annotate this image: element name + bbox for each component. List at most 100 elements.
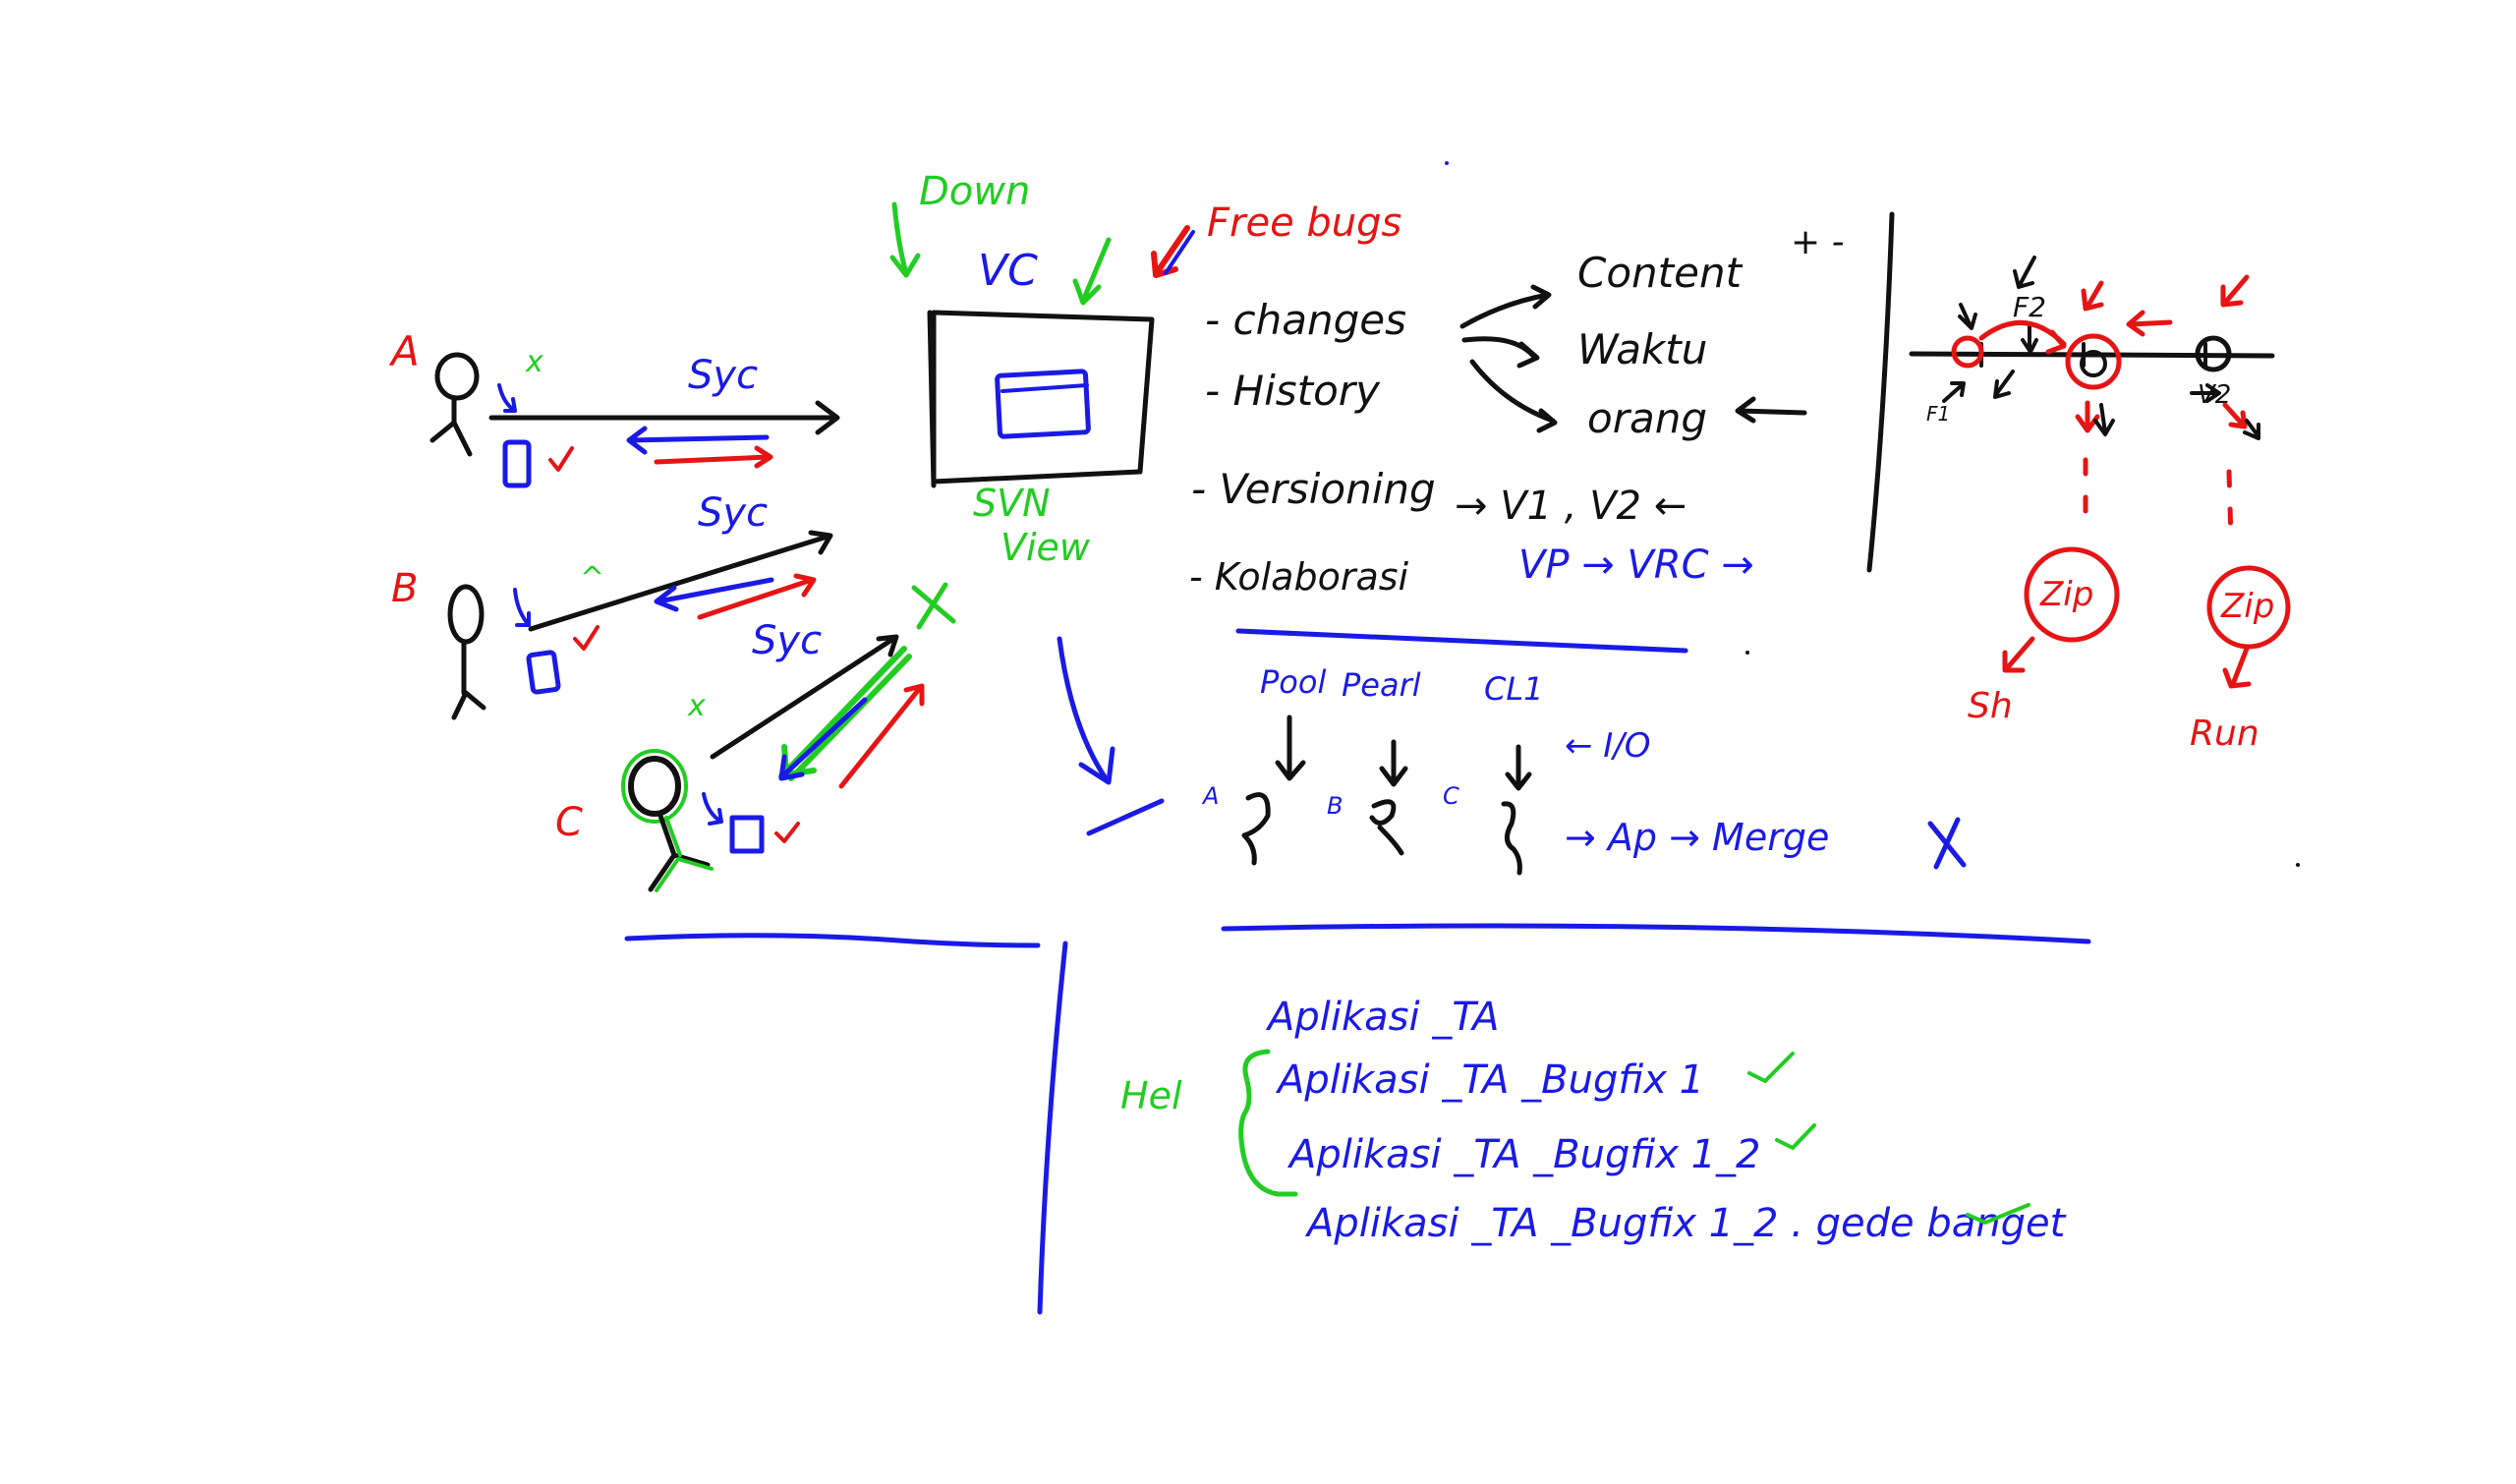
timeline-group: F2 F1 V2 Zip Zip Sh Run (1866, 211, 2291, 754)
user-b-repo-icon (526, 650, 561, 695)
conflict-pull-arrow (778, 697, 868, 781)
user-b-group: B ^ Syc (391, 490, 833, 720)
user-c-label: C (555, 800, 583, 845)
list-plus-minus: + - (1791, 222, 1845, 262)
stray-dot (1745, 651, 1749, 655)
vc-inner-line (1001, 383, 1089, 393)
sync-a-arrow (488, 400, 840, 435)
down-arrow (889, 201, 921, 278)
vc-box (927, 310, 1155, 488)
branch-label-pool: Pool (1260, 663, 1326, 701)
zip-2-result: Run (2190, 713, 2259, 754)
zip-1-circle (2024, 546, 2120, 643)
sync-c-label: Syc (752, 618, 822, 663)
timeline-node-1 (1951, 335, 1984, 369)
naming-bracket (1238, 1049, 1298, 1197)
user-b-body (451, 639, 486, 720)
push-a-arrow (654, 445, 773, 469)
branch-figure-a (1241, 792, 1271, 866)
stray-dot (2296, 863, 2300, 867)
vc-label: VC (978, 246, 1038, 296)
sync-a-label: Syc (688, 353, 758, 398)
branch-lead-line (1086, 798, 1165, 836)
user-c-check-icon (774, 822, 800, 843)
list-kolaborasi: - Kolaborasi (1189, 555, 1409, 599)
user-b-check-icon (573, 625, 600, 651)
stray-dot (1445, 161, 1449, 165)
list-content: Content (1577, 249, 1744, 297)
vc-inner-box (995, 369, 1091, 439)
user-a-body (429, 396, 473, 457)
user-c-repo-icon (729, 815, 765, 854)
branch-user-b: B (1327, 792, 1343, 820)
user-a-x-mark: x (525, 345, 543, 379)
naming-line-4: Aplikasi _TA _Bugfix 1_2 . gede banget (1304, 1201, 2067, 1246)
user-b-head (447, 584, 485, 645)
naming-bracket-label: Hel (1120, 1074, 1182, 1117)
changes-branch-arrows (1459, 284, 1558, 433)
vc-check-arrow (1072, 237, 1112, 306)
pull-b-arrow (654, 577, 774, 612)
naming-check-1 (1747, 1052, 1795, 1083)
user-a-arrow-down (497, 383, 517, 413)
branch-merge-label: → Ap → Merge (1565, 816, 1829, 859)
list-orang: orang (1587, 394, 1707, 442)
branch-io-label: ← I/O (1565, 726, 1651, 766)
zip-2-circle (2206, 565, 2291, 650)
user-c-body-highlight (655, 816, 714, 892)
branch-arrow-b (1379, 739, 1408, 787)
timeline-divider (1866, 211, 1895, 573)
conflict-x-mark (911, 582, 956, 630)
user-a-group: A x Syc (388, 327, 840, 488)
user-c-head-highlight (621, 749, 688, 824)
free-bugs-arrow-shadow (1164, 230, 1195, 275)
list-waktu: Waktu (1577, 325, 1707, 373)
conflict-arrow (778, 646, 912, 781)
timeline-axis (1909, 351, 2275, 359)
timeline-curve-arrow (1978, 319, 2067, 355)
pull-a-arrow (626, 426, 770, 455)
timeline-f1-label: F1 (1926, 402, 1950, 426)
push-b-arrow (697, 573, 817, 620)
timeline-f2-label: F2 (2013, 291, 2046, 323)
zip-2-arrow (2222, 646, 2252, 689)
zip-2-label: Zip (2220, 587, 2274, 626)
user-c-group: C x Syc (555, 582, 956, 892)
naming-group: Hel Aplikasi _TA Aplikasi _TA _Bugfix 1 … (1120, 995, 2067, 1246)
divider-left (624, 933, 1041, 948)
down-label: Down (919, 169, 1030, 214)
user-b-caret: ^ (580, 561, 604, 596)
divider-right (1221, 923, 2091, 944)
timeline-node-2-inner (2080, 350, 2107, 377)
branch-figure-c (1501, 801, 1522, 876)
branch-user-c: C (1443, 782, 1459, 810)
user-c-head (628, 756, 681, 817)
branch-arrow-a (1275, 714, 1306, 781)
zip-1-arrow (2002, 636, 2035, 673)
timeline-small-arrows (1942, 256, 2221, 403)
feature-list: - changes - History - Versioning - Kolab… (1189, 222, 1845, 654)
branches-group: Pool Pearl CL1 ← I/O A B C → Ap → Merge (1086, 663, 1967, 876)
list-history: - History (1205, 367, 1381, 415)
list-changes: - changes (1205, 296, 1406, 344)
vc-to-branches-arrow (1057, 636, 1115, 785)
svn-label-line1: SVN (973, 482, 1051, 525)
timeline-red-arrows (2075, 274, 2250, 433)
user-a-head (434, 352, 480, 401)
naming-check-3 (1966, 1203, 2030, 1225)
naming-line-3: Aplikasi _TA _Bugfix 1_2 (1287, 1132, 1760, 1177)
list-versioning: - Versioning (1191, 465, 1436, 513)
naming-check-2 (1775, 1123, 1816, 1150)
user-b-arrow-down (513, 588, 531, 627)
dividers (624, 923, 2091, 1315)
stray-dots (1445, 161, 2300, 867)
branch-arrow-c (1505, 744, 1532, 791)
branch-figure-b (1369, 799, 1404, 856)
user-b-label: B (391, 566, 418, 611)
list-vp-vrc: VP → VRC → (1518, 542, 1754, 588)
list-underline (1235, 628, 1688, 654)
sync-b-arrow (528, 530, 833, 632)
timeline-dashes-2 (2226, 469, 2234, 543)
branch-user-a: A (1201, 782, 1219, 810)
